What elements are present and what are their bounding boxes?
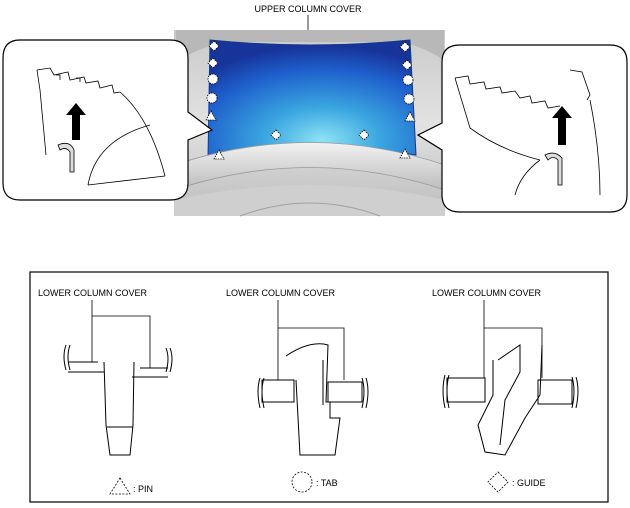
dash-top	[176, 30, 444, 62]
clip-marker-tab	[206, 92, 218, 104]
tab-symbol-icon	[291, 471, 313, 493]
clip-marker-pin	[205, 110, 217, 121]
arrow-up-icon	[552, 106, 572, 145]
pin-section-title: LOWER COLUMN COVER	[38, 288, 148, 298]
right-detail-callout	[416, 44, 628, 213]
upper-column-cover-shape	[207, 39, 417, 159]
guide-section-title: LOWER COLUMN COVER	[432, 288, 542, 298]
upper-column-cover-label: UPPER COLUMN COVER	[254, 4, 362, 14]
clip-marker-pin	[213, 149, 225, 160]
tab-cross-section	[257, 300, 369, 456]
clip-marker-guide	[270, 129, 282, 141]
clip-types-panel: LOWER COLUMN COVER : PIN LOWER COLUMN CO…	[29, 271, 609, 503]
lower-trim	[174, 185, 445, 216]
pin-symbol-icon	[109, 477, 131, 495]
clip-marker-guide	[401, 59, 413, 71]
left-detail-callout	[2, 39, 214, 201]
tab-symbol-label: : TAB	[316, 478, 338, 488]
guide-cross-section	[442, 300, 579, 456]
wheel-hub-arc	[239, 202, 381, 217]
pin-symbol-label: : PIN	[133, 484, 153, 494]
tab-section-title: LOWER COLUMN COVER	[226, 288, 336, 298]
clip-marker-guide	[358, 129, 370, 141]
clip-marker-pin	[399, 148, 411, 159]
clip-marker-guide	[208, 40, 220, 52]
arrow-up-icon	[66, 103, 86, 140]
clip-marker-guide	[399, 41, 411, 53]
clip-marker-tab	[402, 74, 414, 86]
clip-marker-tab	[207, 73, 219, 85]
rendered-vehicle-view	[173, 30, 446, 217]
clip-marker-guide	[207, 57, 219, 69]
guide-symbol-icon	[487, 471, 509, 493]
clip-marker-pin	[404, 111, 416, 122]
clip-marker-tab	[403, 93, 415, 105]
panel-border	[29, 271, 609, 503]
guide-symbol-label: : GUIDE	[512, 478, 546, 488]
pin-cross-section	[63, 300, 173, 456]
